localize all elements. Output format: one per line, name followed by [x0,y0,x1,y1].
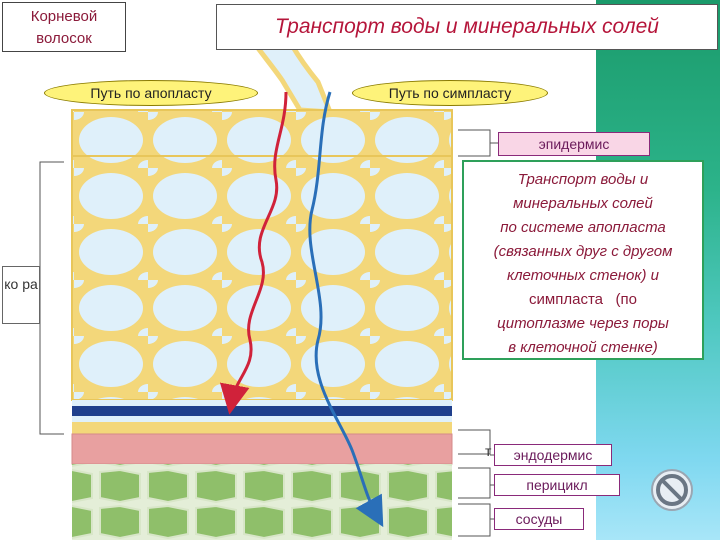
epidermis-tag: эпидермис [498,132,650,156]
info-line-6b: (по [615,291,637,308]
symplast-pathway-label: Путь по симпласту [352,80,548,106]
symplast-word: симпласта [529,291,603,308]
info-line-2: минеральных солей [513,195,653,212]
info-line-8: в клеточной стенке) [508,339,658,356]
info-line-5: клеточных стенок) и [507,267,659,284]
info-line-7: цитоплазме через поры [497,315,669,332]
info-box: Транспорт воды и минеральных солей по си… [462,160,704,360]
endodermis-label: эндодермис [513,447,593,463]
endodermis-prefix: т [485,443,492,459]
info-line-3: по системе апопласта [500,219,666,236]
endodermis-lower [72,422,452,434]
info-line-6: симпласта (по [464,288,702,312]
info-line-1: Транспорт воды и [517,171,649,188]
epidermis-layer [71,109,453,157]
page-title: Транспорт воды и минеральных солей [216,4,718,50]
endodermis-tag: т эндодермис [485,443,612,466]
apoplast-pathway-label: Путь по апопласту [44,80,258,106]
cortex-side-label: ко ра [2,266,40,324]
vascular-tissue [72,464,452,540]
pericycle-layer [71,433,453,465]
pericycle-tag: перицикл [494,474,620,496]
casparian-strip [72,406,452,416]
kora-bracket [36,161,64,435]
apoplast-path-arrow [219,91,288,415]
vessels-tag: сосуды [494,508,584,530]
layer-brackets [458,129,498,537]
symplast-path-arrow [308,91,384,528]
root-hair-label: Корневой волосок [2,2,126,52]
no-entry-icon[interactable] [650,468,694,512]
info-line-4: (связанных друг с другом [493,243,673,260]
